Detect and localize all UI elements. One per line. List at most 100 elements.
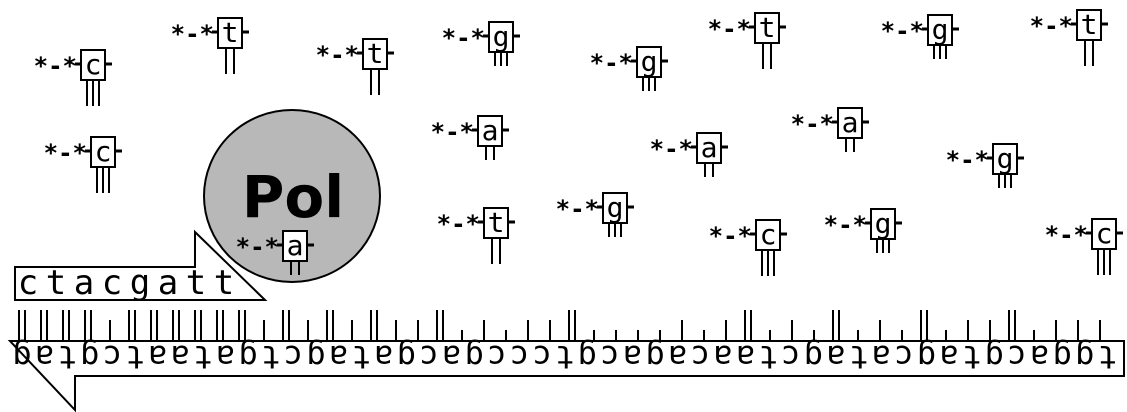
svg-text:a: a — [1030, 338, 1049, 376]
nucleotide-g: *-*g — [590, 45, 668, 91]
svg-text:c: c — [691, 338, 710, 376]
template-base: c — [600, 338, 619, 376]
nucleotide-c: *-*c — [34, 48, 112, 106]
phosphate-chain: *-* — [881, 17, 924, 45]
template-base: t — [261, 338, 280, 376]
svg-text:g: g — [985, 338, 1004, 376]
svg-text:a: a — [736, 338, 755, 376]
base-letter: t — [222, 16, 239, 49]
nucleotide-c: *-*c — [709, 218, 787, 276]
svg-text:t: t — [1098, 338, 1117, 376]
svg-text:t: t — [261, 338, 280, 376]
template-base: t — [193, 338, 212, 376]
template-base: t — [759, 338, 778, 376]
nucleotide-a: *-*a — [650, 131, 728, 177]
svg-text:g: g — [80, 338, 99, 376]
template-base: a — [148, 338, 167, 376]
svg-text:c: c — [894, 338, 913, 376]
svg-text:g: g — [397, 338, 416, 376]
svg-text:t: t — [352, 338, 371, 376]
template-base: g — [804, 338, 823, 376]
phosphate-chain: *-* — [171, 20, 214, 48]
svg-text:a: a — [35, 338, 54, 376]
primer-base: t — [46, 263, 66, 303]
template-base: a — [623, 338, 642, 376]
svg-text:g: g — [465, 338, 484, 376]
svg-text:c: c — [284, 338, 303, 376]
svg-text:a: a — [623, 338, 642, 376]
svg-text:a: a — [826, 338, 845, 376]
base-letter: g — [493, 20, 510, 53]
template-base: g — [985, 338, 1004, 376]
template-base: g — [1053, 338, 1072, 376]
phosphate-chain: *-* — [556, 195, 599, 223]
svg-text:a: a — [939, 338, 958, 376]
template-strand: gatgctaatagtcgatagcagccctgcagacaatcgatac… — [10, 338, 1124, 410]
template-base: t — [58, 338, 77, 376]
template-base: t — [962, 338, 981, 376]
template-base: c — [487, 338, 506, 376]
template-base: t — [1098, 338, 1117, 376]
svg-text:a: a — [329, 338, 348, 376]
svg-text:g: g — [306, 338, 325, 376]
template-base: c — [510, 338, 529, 376]
nucleotide-t: *-*t — [437, 206, 515, 264]
base-letter: t — [488, 206, 505, 239]
template-base: a — [939, 338, 958, 376]
template-base: g — [645, 338, 664, 376]
phosphate-chain: *-* — [708, 15, 751, 43]
template-base: a — [171, 338, 190, 376]
template-base: a — [668, 338, 687, 376]
base-letter: a — [842, 106, 859, 139]
phosphate-chain: *-* — [236, 233, 279, 261]
base-letter: t — [759, 11, 776, 44]
base-pair-ticks — [19, 310, 1100, 340]
svg-text:a: a — [668, 338, 687, 376]
svg-text:a: a — [872, 338, 891, 376]
template-base: a — [216, 338, 235, 376]
phosphate-chain: *-* — [824, 211, 867, 239]
template-base: c — [894, 338, 913, 376]
template-base: c — [691, 338, 710, 376]
template-base: t — [849, 338, 868, 376]
phosphate-chain: *-* — [650, 135, 693, 163]
template-base: a — [713, 338, 732, 376]
nucleotide-g: *-* g — [946, 142, 1024, 188]
phosphate-chain: *-* — [316, 41, 359, 69]
base-letter: c — [85, 48, 102, 81]
base-letter: g — [997, 142, 1014, 175]
template-base: g — [1075, 338, 1094, 376]
template-base: a — [736, 338, 755, 376]
template-sequence: gatgctaatagtcgatagcagccctgcagacaatcgatac… — [12, 338, 1117, 376]
svg-text:g: g — [12, 338, 31, 376]
nucleotide-a: *-*a — [431, 114, 509, 160]
svg-text:c: c — [1007, 338, 1026, 376]
svg-text:a: a — [148, 338, 167, 376]
svg-text:g: g — [578, 338, 597, 376]
nucleotide-a: *-*a — [791, 106, 869, 152]
base-letter: a — [287, 229, 304, 262]
template-base: c — [1007, 338, 1026, 376]
base-letter: c — [1096, 217, 1113, 250]
svg-text:c: c — [487, 338, 506, 376]
svg-text:t: t — [849, 338, 868, 376]
template-base: c — [284, 338, 303, 376]
phosphate-chain: *-* — [946, 146, 989, 174]
template-base: c — [532, 338, 551, 376]
svg-text:t: t — [555, 338, 574, 376]
nucleotide-g: *-*g — [442, 20, 520, 66]
template-base: g — [306, 338, 325, 376]
base-letter: g — [932, 13, 949, 46]
phosphate-chain: *-* — [1045, 221, 1088, 249]
svg-text:g: g — [1075, 338, 1094, 376]
base-letter: g — [641, 45, 658, 78]
nucleotide-t: *-*t — [316, 37, 394, 95]
base-letter: c — [95, 135, 112, 168]
template-base: a — [374, 338, 393, 376]
template-base: a — [826, 338, 845, 376]
nucleotide-g: *-*g — [824, 207, 902, 253]
polymerase-label: Pol — [242, 163, 344, 231]
base-letter: a — [482, 114, 499, 147]
phosphate-chain: *-* — [44, 139, 87, 167]
